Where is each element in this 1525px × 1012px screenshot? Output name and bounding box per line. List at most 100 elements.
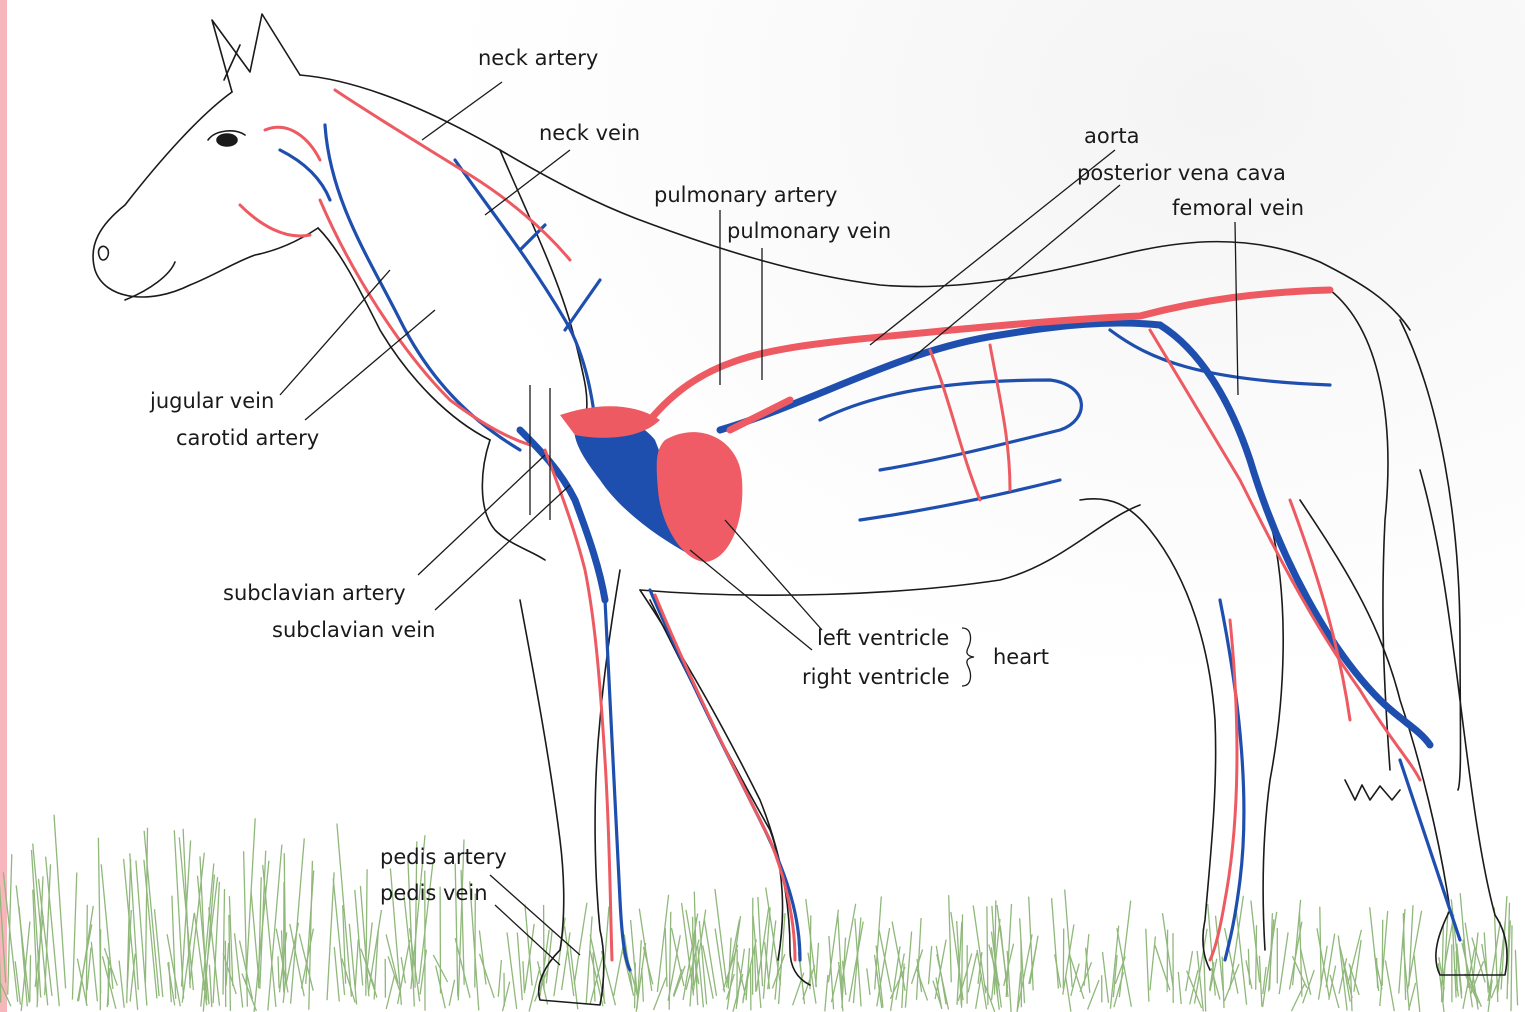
grass-blade (1150, 936, 1156, 990)
grass-blade (1463, 940, 1472, 1008)
grass-blade (973, 906, 986, 994)
grass-blade (327, 872, 334, 1000)
grass-blade (669, 912, 671, 1010)
label-posterior-vena-cava: posterior vena cava (1077, 161, 1286, 185)
grass-blade (1279, 932, 1288, 994)
grass-blade (574, 903, 587, 985)
grass-blade (119, 961, 124, 1008)
grass-blade (223, 889, 225, 995)
label-heart: heart (993, 645, 1049, 669)
grass-blade (1292, 984, 1305, 1011)
grass-blade (523, 961, 525, 993)
grass-blade (278, 956, 279, 988)
grass-blade (301, 929, 313, 989)
grass-blade (875, 896, 882, 989)
grass-blade (1385, 961, 1394, 1012)
label-pedis-artery: pedis artery (380, 845, 507, 869)
label-aorta: aorta (1084, 124, 1139, 148)
grass-blade (334, 947, 339, 1001)
grass-blade (124, 859, 138, 1010)
grass-blade (213, 882, 219, 1003)
grass-blade (337, 824, 352, 997)
grass-blade (1317, 928, 1329, 997)
grass-blade (190, 853, 205, 985)
grass-blade (816, 943, 819, 987)
grass-blade (1224, 964, 1239, 1001)
grass-blade (997, 905, 1008, 988)
grass-blade (614, 943, 624, 996)
label-jugular-vein: jugular vein (149, 389, 274, 413)
label-subclavian-artery: subclavian artery (223, 581, 406, 605)
grass-blade (475, 894, 476, 988)
grass-blade (891, 947, 900, 1011)
label-pedis-vein: pedis vein (380, 881, 488, 905)
label-pulmonary-artery: pulmonary artery (654, 183, 837, 207)
grass-blade (498, 960, 501, 997)
veins (280, 125, 1460, 970)
label-right-ventricle: right ventricle (802, 665, 950, 689)
grass-blade (103, 956, 116, 1008)
grass-blade (1329, 966, 1336, 1000)
grass-blade (386, 975, 394, 1009)
label-femoral-vein: femoral vein (1172, 196, 1304, 220)
heart-bracket (962, 628, 974, 686)
grass-blade (1292, 956, 1306, 988)
grass-blade (1407, 911, 1422, 993)
label-pulmonary-vein: pulmonary vein (727, 219, 891, 243)
grass-blade (917, 969, 928, 1001)
grass-blade (284, 853, 286, 984)
grass-blade (905, 932, 911, 1008)
grass-blade (398, 940, 410, 1004)
grass-blade (91, 942, 97, 1002)
grass-blade (507, 932, 517, 1009)
label-carotid-artery: carotid artery (176, 426, 319, 450)
grass-blade (949, 895, 952, 982)
grass-blade (1409, 983, 1416, 1010)
grass-blade (929, 946, 932, 984)
grass-blade (1319, 946, 1328, 1000)
grass-blade (480, 954, 495, 998)
grass-blade (1251, 901, 1260, 983)
grass-blade (1330, 975, 1339, 1008)
grass-blade (1303, 970, 1315, 1003)
label-neck-artery: neck artery (478, 46, 598, 70)
grass-blade (1511, 925, 1512, 1011)
grass-blade (674, 969, 683, 995)
label-neck-vein: neck vein (539, 121, 640, 145)
grass-blade (1263, 912, 1277, 1007)
grass-blade (172, 896, 176, 999)
grass-blade (1382, 920, 1383, 986)
label-left-ventricle: left ventricle (817, 626, 949, 650)
grass-blade (235, 933, 243, 1007)
grass-blade (654, 977, 667, 1010)
grass-blade (1052, 898, 1059, 988)
grass-blade (825, 975, 828, 1011)
grass-blade (810, 915, 811, 989)
grass-blade (1248, 949, 1249, 985)
grass-blade (209, 965, 211, 1007)
grass-blade (355, 939, 358, 988)
grass-blade (246, 818, 255, 984)
grass-blade (30, 955, 31, 1002)
grass-blade (867, 969, 870, 996)
grass-blade (1086, 948, 1090, 993)
label-subclavian-vein: subclavian vein (272, 618, 435, 642)
grass-blade (968, 953, 977, 993)
grass-blade (1370, 907, 1379, 991)
grass-blade (1515, 950, 1517, 1006)
grass-blade (517, 933, 522, 1001)
grass-blade (1103, 952, 1109, 1003)
grass-blade (291, 838, 305, 1003)
grass-blade (1178, 972, 1181, 1004)
grass-blade (672, 928, 684, 986)
grass-blade (1320, 907, 1321, 986)
grass-blade (101, 864, 113, 989)
grass-blade (72, 873, 76, 1000)
grass-blade (449, 980, 454, 1006)
grass-blade (586, 916, 592, 1003)
grass-blade (642, 968, 644, 1002)
leader-lines (280, 82, 1238, 965)
grass-blade (1380, 911, 1388, 1006)
